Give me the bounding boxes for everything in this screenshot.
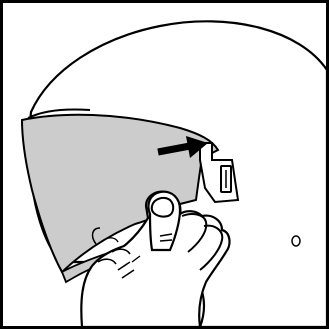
screw-hole	[292, 236, 300, 246]
hand-thumbnail	[152, 198, 173, 217]
